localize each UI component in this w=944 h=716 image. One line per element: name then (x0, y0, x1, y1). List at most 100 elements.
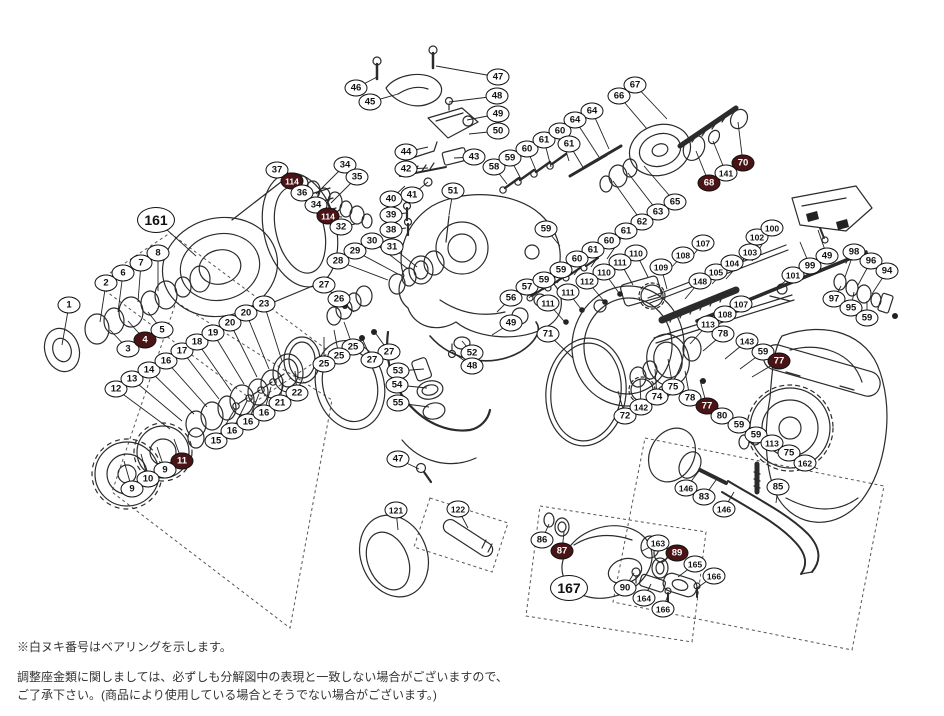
assembly-balloon-167: 167 (550, 575, 588, 601)
part-balloon-49: 49 (486, 105, 510, 123)
part-balloon-108: 108 (671, 246, 695, 264)
part-balloon-65: 65 (663, 193, 687, 211)
bearing-balloon-89: 89 (665, 544, 689, 562)
part-balloon-16: 16 (154, 352, 178, 370)
bearing-balloon-77: 77 (767, 352, 791, 370)
part-balloon-59: 59 (855, 309, 879, 327)
part-balloon-78: 78 (711, 325, 735, 343)
part-balloon-22: 22 (285, 384, 309, 402)
part-balloon-27: 27 (312, 276, 336, 294)
part-balloon-141: 141 (714, 164, 738, 182)
part-balloon-162: 162 (793, 454, 817, 472)
part-balloon-111: 111 (608, 253, 632, 271)
note-disclaimer-line2: ご了承下さい。(商品により使用している場合とそうでない場合がございます。) (17, 688, 437, 702)
part-balloon-35: 35 (345, 168, 369, 186)
part-balloon-111: 111 (536, 294, 560, 312)
part-balloon-64: 64 (563, 111, 587, 129)
part-balloon-7: 7 (129, 254, 153, 272)
part-balloon-122: 122 (446, 500, 470, 518)
part-balloon-104: 104 (720, 254, 744, 272)
part-balloon-36: 36 (290, 184, 314, 202)
note-disclaimer-line1: 調整座金類に関しましては、必ずしも分解図中の表現と一致しない場合がございますので… (17, 670, 508, 684)
part-balloon-9: 9 (153, 461, 177, 479)
part-balloon-103: 103 (738, 243, 762, 261)
part-balloon-50: 50 (486, 122, 510, 140)
part-balloon-47: 47 (486, 68, 510, 86)
part-balloon-107: 107 (691, 234, 715, 252)
part-balloon-94: 94 (875, 262, 899, 280)
part-balloon-74: 74 (645, 388, 669, 406)
part-balloon-85: 85 (766, 478, 790, 496)
part-balloon-55: 55 (386, 394, 410, 412)
part-balloon-13: 13 (120, 370, 144, 388)
part-balloon-61: 61 (614, 222, 638, 240)
part-balloon-108: 108 (713, 305, 737, 323)
part-balloon-49: 49 (499, 314, 523, 332)
part-balloon-20: 20 (218, 314, 242, 332)
part-balloon-63: 63 (646, 203, 670, 221)
part-balloon-83: 83 (692, 488, 716, 506)
part-balloon-2: 2 (94, 274, 118, 292)
part-balloon-27: 27 (360, 351, 384, 369)
part-balloon-66: 66 (607, 87, 631, 105)
part-balloon-46: 46 (344, 79, 368, 97)
part-balloon-51: 51 (441, 182, 465, 200)
part-balloon-59: 59 (532, 271, 556, 289)
part-balloon-49: 49 (815, 247, 839, 265)
parts-art (43, 45, 898, 603)
part-balloon-166: 166 (651, 600, 675, 618)
part-balloon-48: 48 (460, 357, 484, 375)
part-balloon-54: 54 (385, 376, 409, 394)
part-balloon-164: 164 (632, 589, 656, 607)
part-balloon-6: 6 (111, 264, 135, 282)
part-balloon-67: 67 (623, 76, 647, 94)
part-balloon-28: 28 (326, 252, 350, 270)
part-balloon-39: 39 (379, 206, 403, 224)
part-balloon-21: 21 (268, 394, 292, 412)
part-balloon-109: 109 (649, 258, 673, 276)
part-balloon-121: 121 (384, 501, 408, 519)
part-balloon-60: 60 (565, 250, 589, 268)
part-balloon-163: 163 (646, 534, 670, 552)
part-balloon-29: 29 (343, 242, 367, 260)
part-balloon-56: 56 (499, 289, 523, 307)
part-balloon-165: 165 (683, 555, 707, 573)
part-balloon-44: 44 (394, 143, 418, 161)
part-balloon-111: 111 (556, 283, 580, 301)
part-balloon-61: 61 (557, 135, 581, 153)
part-balloon-166: 166 (702, 567, 726, 585)
part-balloon-20: 20 (234, 304, 258, 322)
bearing-balloon-68: 68 (697, 174, 721, 192)
part-balloon-113: 113 (760, 434, 784, 452)
part-balloon-59: 59 (549, 261, 573, 279)
part-balloon-110: 110 (592, 263, 616, 281)
bearing-balloon-4: 4 (133, 331, 157, 349)
part-balloon-14: 14 (137, 361, 161, 379)
part-balloon-40: 40 (379, 190, 403, 208)
part-balloon-59: 59 (498, 149, 522, 167)
part-balloon-43: 43 (462, 148, 486, 166)
part-balloon-99: 99 (798, 257, 822, 275)
part-balloon-25: 25 (312, 355, 336, 373)
part-balloon-1: 1 (57, 296, 81, 314)
part-balloon-75: 75 (661, 378, 685, 396)
part-balloon-15: 15 (204, 432, 228, 450)
part-balloon-48: 48 (485, 87, 509, 105)
part-balloon-59: 59 (727, 416, 751, 434)
part-balloon-12: 12 (104, 380, 128, 398)
part-balloon-3: 3 (116, 340, 140, 358)
bearing-balloon-70: 70 (731, 154, 755, 172)
part-balloon-32: 32 (329, 218, 353, 236)
part-balloon-107: 107 (729, 295, 753, 313)
part-balloon-10: 10 (136, 470, 160, 488)
part-balloon-146: 146 (712, 500, 736, 518)
part-balloon-19: 19 (201, 324, 225, 342)
part-balloon-31: 31 (380, 238, 404, 256)
part-balloon-86: 86 (530, 531, 554, 549)
part-balloon-101: 101 (781, 266, 805, 284)
part-balloon-38: 38 (379, 221, 403, 239)
part-balloon-8: 8 (146, 244, 170, 262)
part-balloon-112: 112 (575, 272, 599, 290)
part-balloon-59: 59 (534, 220, 558, 238)
